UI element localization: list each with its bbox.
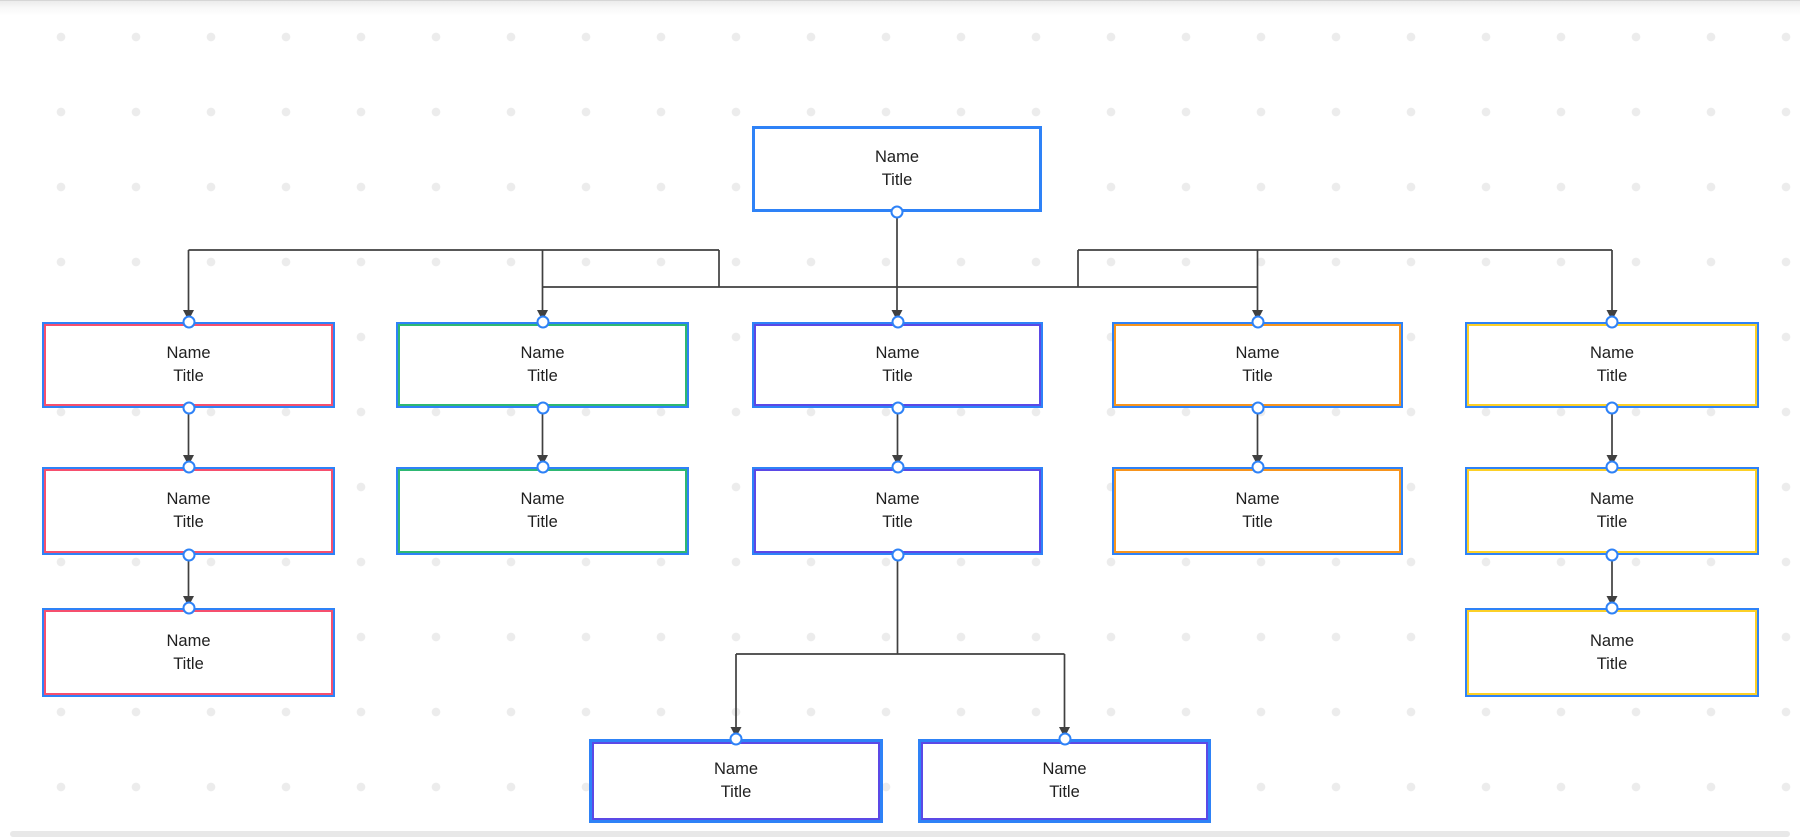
arrowhead-icon [1252,455,1263,466]
connection-point[interactable] [182,401,195,415]
node-title-label: Title [1242,513,1273,531]
node-title-label: Title [173,513,204,531]
arrowhead-icon [891,310,903,321]
node-title-label: Title [882,513,913,531]
connection-point[interactable] [891,401,904,415]
connection-point[interactable] [182,460,195,474]
connection-point[interactable] [1605,315,1619,329]
arrowhead-icon [537,455,548,466]
arrowhead-icon [183,596,194,607]
arrowhead-icon [1252,310,1263,321]
connection-point[interactable] [1605,601,1619,615]
node-name-label: Name [520,490,565,508]
connection-point[interactable] [891,548,904,562]
node-title-label: Title [1596,513,1628,531]
node-title-label: Title [527,367,558,385]
node-name-label: Name [1042,760,1087,778]
connection-point[interactable] [536,460,549,474]
node-title-label: Title [173,654,204,673]
connection-point[interactable] [182,548,195,562]
node-title-label: Title [882,367,913,385]
node-name-label: Name [1235,490,1280,508]
connection-point[interactable] [1605,548,1619,562]
connection-point[interactable] [729,732,743,746]
connection-point[interactable] [891,315,904,329]
arrowhead-icon [730,727,742,738]
connection-point[interactable] [1058,732,1071,746]
node-name-label: Name [1589,490,1634,508]
arrowhead-icon [892,455,903,466]
node-name-label: Name [1235,344,1280,362]
node-title-label: Title [720,783,752,801]
node-title-label: Title [1242,367,1273,385]
horizontal-scrollbar[interactable] [10,831,1790,837]
arrowhead-icon [1606,455,1618,466]
arrowhead-icon [537,310,548,321]
node-name-label: Name [166,344,211,362]
connection-point[interactable] [1251,315,1264,329]
top-bar [0,0,1800,16]
connection-point[interactable] [1251,460,1264,474]
arrowhead-icon [1606,310,1618,321]
node-name-label: Name [1589,344,1634,362]
connection-point[interactable] [890,205,904,219]
node-name-label: Name [875,344,920,362]
node-title-label: Title [527,513,558,531]
connection-point[interactable] [891,460,904,474]
connection-point[interactable] [1251,401,1264,415]
node-title-label: Title [173,367,204,385]
connection-point[interactable] [536,315,549,329]
arrowhead-icon [183,455,194,466]
node-name-label: Name [713,760,758,778]
arrowhead-icon [183,310,194,321]
node-name-label: Name [166,490,211,508]
node-title-label: Title [1596,367,1628,385]
node-title-label: Title [881,171,913,189]
connection-point[interactable] [1605,401,1619,415]
arrowhead-icon [1059,727,1070,738]
node-title-label: Title [1596,654,1628,673]
node-name-label: Name [166,631,211,650]
connection-point[interactable] [182,315,195,329]
node-title-label: Title [1049,783,1080,801]
node-name-label: Name [520,344,565,362]
connection-point[interactable] [536,401,549,415]
connection-point[interactable] [1605,460,1619,474]
arrowhead-icon [1606,596,1618,607]
node-name-label: Name [875,490,920,508]
node-name-label: Name [1589,631,1634,650]
connection-point[interactable] [182,601,195,615]
node-name-label: Name [874,148,919,166]
